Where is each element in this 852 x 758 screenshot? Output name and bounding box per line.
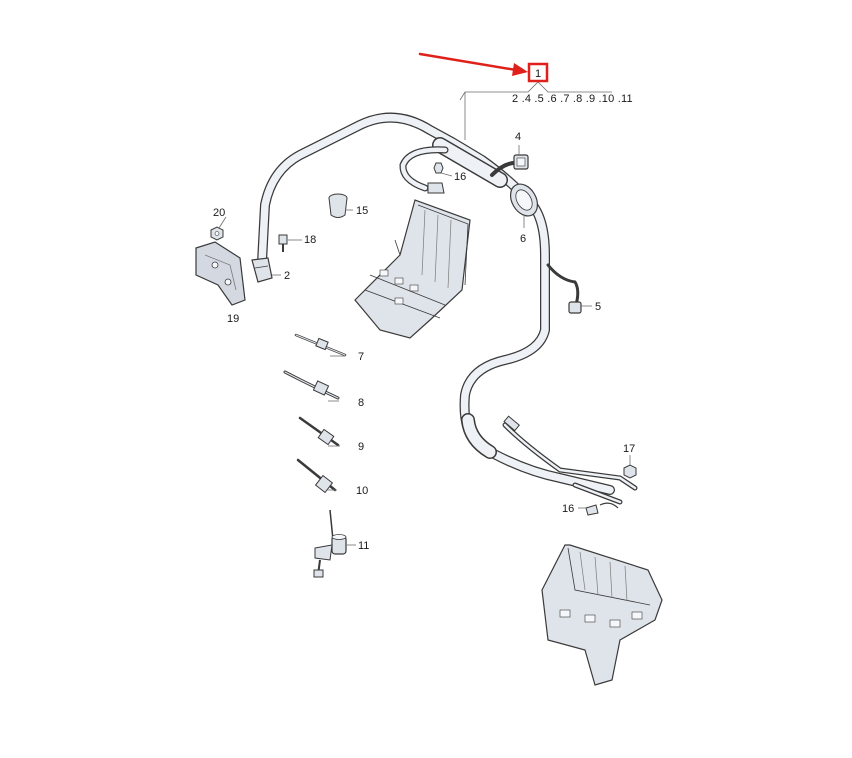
callout-16-bottom: 16 bbox=[562, 503, 574, 515]
cable-tie-10 bbox=[296, 458, 337, 494]
callout-18: 18 bbox=[304, 234, 316, 246]
grommet-6 bbox=[509, 183, 539, 217]
nut-17 bbox=[623, 464, 637, 479]
cable-tie-7 bbox=[294, 333, 347, 357]
callout-7: 7 bbox=[358, 351, 364, 363]
cable-tie-9 bbox=[298, 416, 340, 447]
main-part-number: 1 bbox=[535, 68, 541, 80]
callout-2: 2 bbox=[284, 270, 290, 282]
red-arrow bbox=[418, 52, 528, 76]
callout-6: 6 bbox=[520, 233, 526, 245]
main-cable-harness bbox=[257, 112, 638, 505]
callout-17: 17 bbox=[623, 443, 635, 455]
leader-lines bbox=[218, 81, 631, 546]
sub-part-numbers: 2 .4 .5 .6 .7 .8 .9 .10 .11 bbox=[512, 93, 633, 105]
callout-9: 9 bbox=[358, 441, 364, 453]
battery-tray-lower bbox=[541, 544, 663, 686]
clip-16-bottom bbox=[585, 502, 619, 516]
clip-16-top bbox=[427, 162, 445, 194]
callout-5: 5 bbox=[595, 301, 601, 313]
bolt-18 bbox=[278, 234, 288, 252]
callout-8: 8 bbox=[358, 397, 364, 409]
callout-20: 20 bbox=[213, 207, 225, 219]
connector-4 bbox=[513, 154, 529, 170]
cable-tie-8 bbox=[283, 370, 340, 400]
callout-4: 4 bbox=[515, 131, 521, 143]
cap-15 bbox=[328, 193, 348, 218]
battery-tray-upper bbox=[354, 199, 471, 339]
callout-16-top: 16 bbox=[454, 171, 466, 183]
callout-10: 10 bbox=[356, 485, 368, 497]
callout-15: 15 bbox=[356, 205, 368, 217]
bracket-19 bbox=[195, 241, 246, 306]
connector-5 bbox=[568, 301, 582, 314]
sensor-11 bbox=[313, 509, 347, 578]
callout-11: 11 bbox=[358, 540, 369, 552]
highlight-box bbox=[527, 62, 549, 83]
callout-19: 19 bbox=[227, 313, 239, 325]
nut-20 bbox=[210, 226, 224, 241]
connector-2 bbox=[251, 257, 273, 283]
